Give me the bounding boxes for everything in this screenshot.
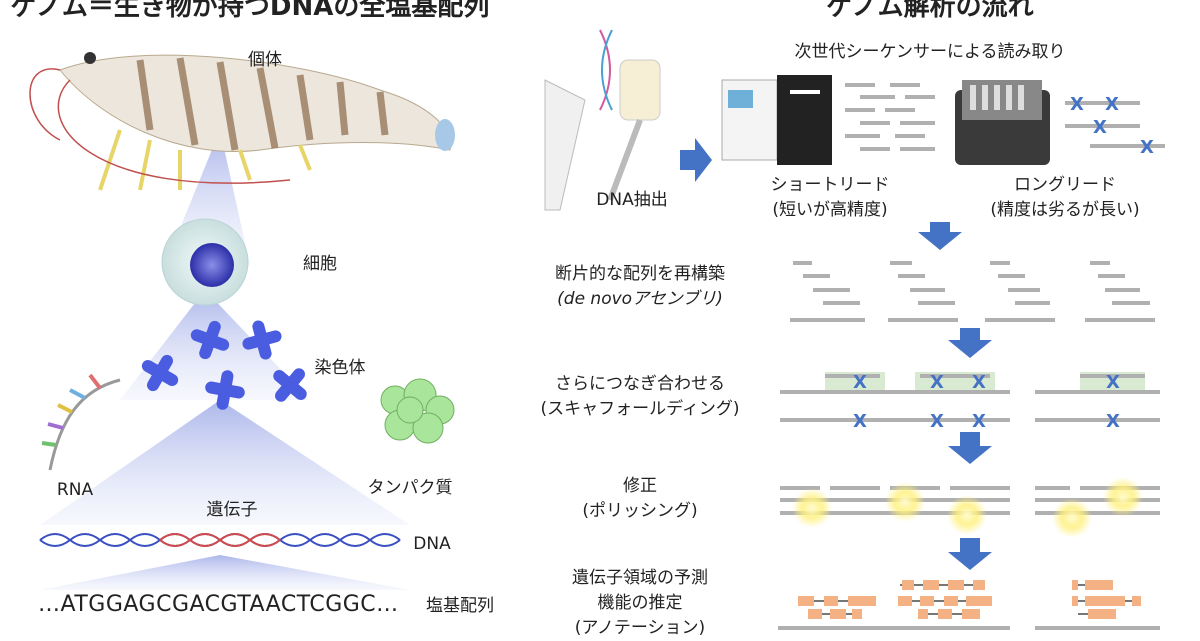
polishing xyxy=(780,477,1160,538)
short-read-label: ショートリード (短いが高精度) xyxy=(771,173,890,223)
shrimp-illustration xyxy=(29,52,455,191)
protein-illustration xyxy=(380,378,455,444)
dna-helix xyxy=(39,533,401,547)
pipette-illustration xyxy=(544,29,661,211)
label-individual: 個体 xyxy=(248,50,282,70)
long-read-note: (精度は劣るが長い) xyxy=(990,200,1140,220)
svg-text:X: X xyxy=(972,372,986,393)
step-line: 修正 xyxy=(622,476,657,496)
short-read-note: (短いが高精度) xyxy=(772,200,888,220)
step-scaffolding: さらにつなぎ合わせる (スキャフォールディング) xyxy=(540,372,739,422)
step-assembly: 断片的な配列を再構築 (de novoアセンブリ) xyxy=(555,262,725,312)
label-dna: DNA xyxy=(413,534,451,554)
svg-text:X: X xyxy=(1093,117,1107,138)
step-line: 遺伝子領域の予測 xyxy=(572,568,708,588)
svg-text:X: X xyxy=(1106,372,1120,393)
step-line: (アノテーション) xyxy=(574,618,706,638)
svg-text:X: X xyxy=(1140,137,1154,158)
short-reads xyxy=(845,83,935,151)
step-line: 断片的な配列を再構築 xyxy=(555,264,725,284)
step-line: 機能の推定 xyxy=(597,593,683,613)
step-line: (スキャフォールディング) xyxy=(540,399,740,419)
step-polishing: 修正 (ポリッシング) xyxy=(582,474,697,524)
label-chromosome: 染色体 xyxy=(314,358,366,378)
svg-text:X: X xyxy=(853,372,867,393)
label-dna-extraction: DNA抽出 xyxy=(596,190,668,210)
label-gene: 遺伝子 xyxy=(206,500,258,520)
svg-text:X: X xyxy=(853,411,867,432)
label-sequencer: 次世代シーケンサーによる読み取り xyxy=(794,42,1066,62)
long-read-sequencer xyxy=(955,80,1050,165)
short-read-sequencer xyxy=(721,75,832,165)
label-rna: RNA xyxy=(56,480,94,500)
nucleus-icon xyxy=(190,243,234,287)
label-base-sequence: 塩基配列 xyxy=(426,596,494,616)
right-title: ゲノム解析の流れ xyxy=(826,0,1034,22)
arrow-right-icon xyxy=(680,138,712,182)
svg-text:X: X xyxy=(1106,411,1120,432)
svg-text:X: X xyxy=(1070,94,1084,115)
step-line: (de novoアセンブリ) xyxy=(557,289,723,309)
label-protein: タンパク質 xyxy=(367,478,453,498)
rna-illustration xyxy=(41,373,121,471)
annotation-genes xyxy=(778,580,1160,630)
chromosome-icons xyxy=(141,320,307,410)
step-line: (ポリッシング) xyxy=(582,501,698,521)
down-arrow-icons xyxy=(918,222,992,570)
svg-text:X: X xyxy=(930,372,944,393)
svg-text:X: X xyxy=(972,411,986,432)
svg-text:X: X xyxy=(1105,94,1119,115)
long-read-name: ロングリード xyxy=(1013,175,1116,195)
long-read-label: ロングリード (精度は劣るが長い) xyxy=(990,173,1139,223)
left-title: ゲノム＝生き物が持つDNAの全塩基配列 xyxy=(10,0,490,22)
svg-text:X: X xyxy=(930,411,944,432)
base-sequence: …ATGGAGCGACGTAACTCGGC… xyxy=(38,592,399,617)
step-line: さらにつなぎ合わせる xyxy=(554,374,725,394)
short-read-name: ショートリード xyxy=(770,175,890,195)
assembly-contigs xyxy=(790,261,1155,322)
label-cell: 細胞 xyxy=(303,254,337,274)
